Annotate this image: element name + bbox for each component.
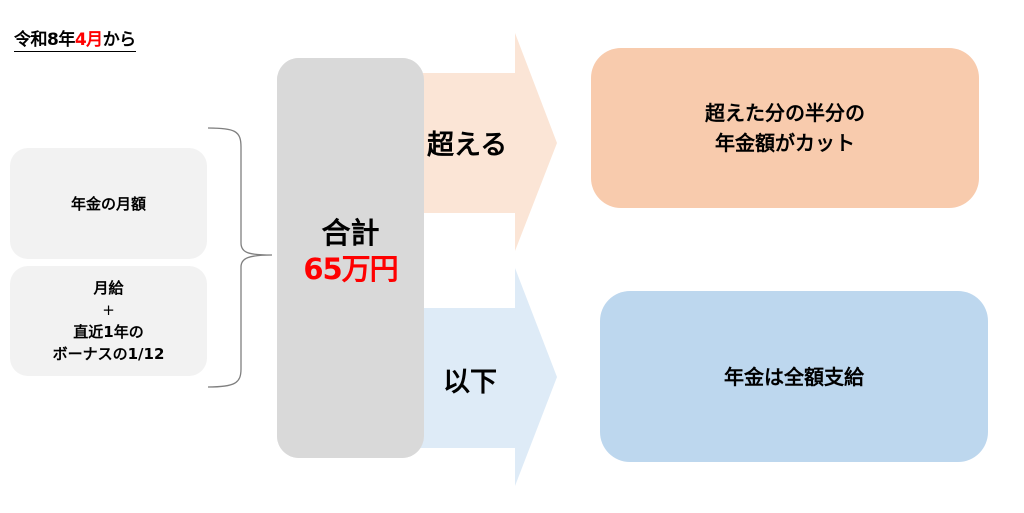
curly-brace-icon <box>207 127 273 388</box>
title-prefix: 令和8年 <box>14 30 75 50</box>
salary-bonus-box: 月給 + 直近1年の ボーナスの1/12 <box>10 266 207 376</box>
recent-year-label: 直近1年の <box>73 323 144 341</box>
result-below-line-1: 年金は全額支給 <box>724 364 864 389</box>
below-label: 以下 <box>443 367 497 398</box>
exceed-arrow-icon <box>420 33 557 251</box>
title-suffix: から <box>102 30 137 50</box>
plus-sign: + <box>102 301 115 319</box>
result-exceed-box: 超えた分の半分の 年金額がカット <box>591 48 979 208</box>
result-exceed-line-1: 超えた分の半分の <box>705 101 865 125</box>
title-highlight-month: 4月 <box>74 30 103 50</box>
total-box-front: 合計 65万円 <box>277 58 424 458</box>
total-label-front: 合計 <box>321 216 380 250</box>
below-arrow-icon <box>420 268 557 486</box>
pension-monthly-box: 年金の月額 <box>10 148 207 259</box>
result-exceed-line-2: 年金額がカット <box>715 131 855 155</box>
exceed-label: 超える <box>427 130 508 161</box>
page-title: 令和8年4月から <box>14 29 136 52</box>
pension-monthly-label: 年金の月額 <box>70 194 146 213</box>
result-below-box: 年金は全額支給 <box>600 291 988 462</box>
salary-label: 月給 <box>93 279 124 297</box>
bonus-fraction-label: ボーナスの1/12 <box>52 345 165 363</box>
total-value-front: 65万円 <box>303 252 398 286</box>
